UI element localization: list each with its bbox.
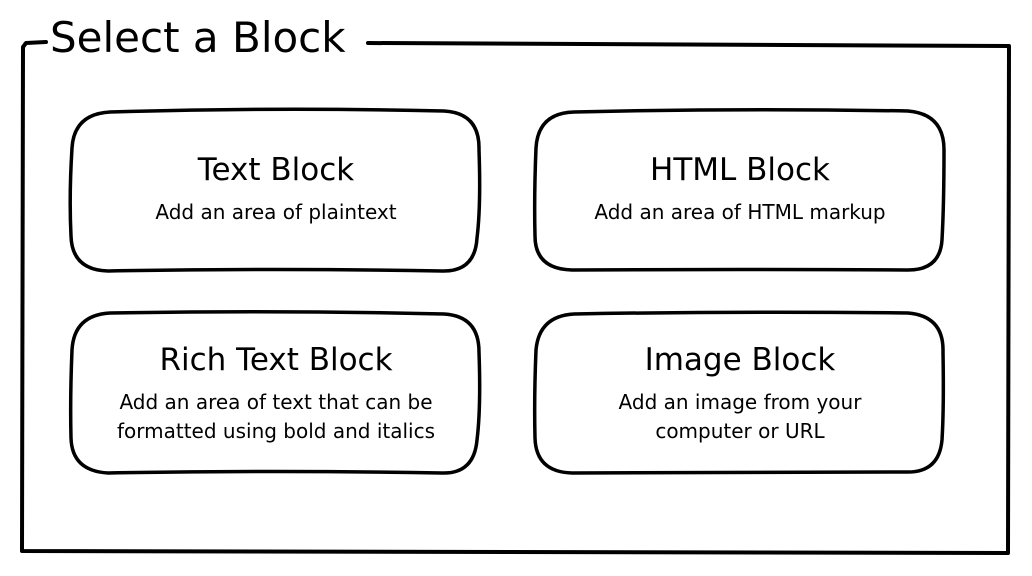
image-block-option[interactable]: Image Block Add an image from your compu… <box>532 310 946 475</box>
rich-text-block-option[interactable]: Rich Text Block Add an area of text that… <box>68 309 482 475</box>
block-description: Add an area of HTML markup <box>594 200 886 224</box>
block-title: Rich Text Block <box>159 342 393 378</box>
block-title: HTML Block <box>650 152 830 188</box>
panel-title: Select a Block <box>50 13 346 62</box>
card-border <box>68 107 482 273</box>
text-block-option[interactable]: Text Block Add an area of plaintext <box>68 107 482 273</box>
html-block-option[interactable]: HTML Block Add an area of HTML markup <box>532 107 946 272</box>
block-description: Add an area of text that can be formatte… <box>116 390 436 443</box>
block-title: Text Block <box>197 152 355 188</box>
block-description: Add an image from your computer or URL <box>618 390 862 443</box>
block-description: Add an area of plaintext <box>155 200 397 224</box>
block-title: Image Block <box>644 342 836 378</box>
card-border <box>532 107 946 272</box>
